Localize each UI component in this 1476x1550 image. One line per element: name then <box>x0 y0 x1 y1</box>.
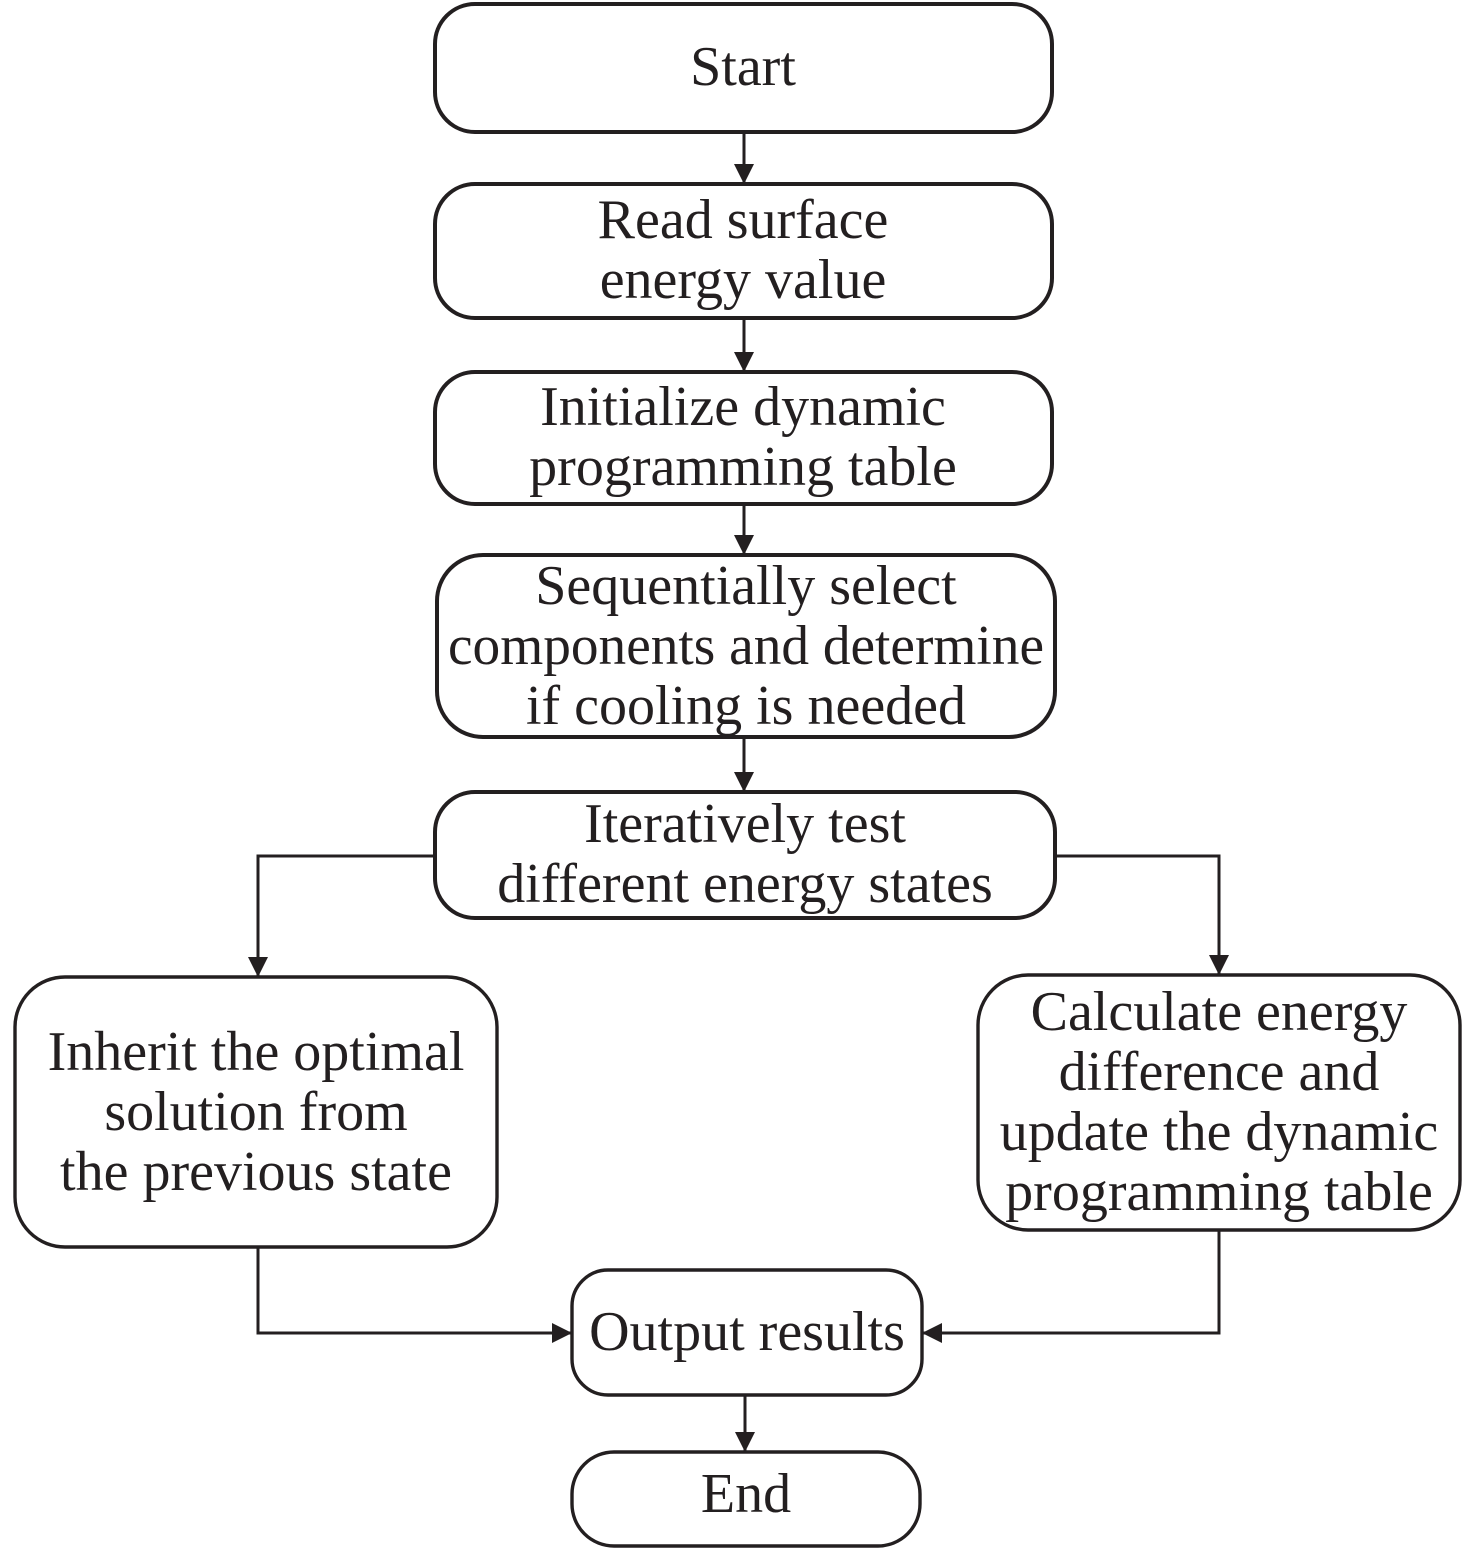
node-output-results: Output results <box>570 1268 924 1397</box>
select-components-box <box>435 553 1057 739</box>
output-results-label: Output results <box>589 1301 905 1363</box>
inherit-optimal-box <box>13 975 499 1249</box>
end-box <box>570 1450 922 1548</box>
edge-iterate-to-calculate <box>1053 854 1229 975</box>
edge-calculate-to-output <box>922 1230 1221 1343</box>
edges-layer <box>248 132 1229 1452</box>
node-start: Start <box>433 2 1054 134</box>
node-end: End <box>570 1450 922 1548</box>
edge-inherit-to-output <box>256 1247 572 1343</box>
calculate-energy-box <box>976 973 1462 1232</box>
iterate-energy-states-box <box>433 790 1057 920</box>
output-results-box <box>570 1268 924 1397</box>
read-surface-energy-box <box>433 182 1054 320</box>
start-label: Start <box>690 36 796 98</box>
edge-iterate-to-inherit <box>248 854 437 977</box>
end-label: End <box>701 1463 791 1525</box>
start-box <box>433 2 1054 134</box>
initialize-dp-table-box <box>433 370 1054 506</box>
